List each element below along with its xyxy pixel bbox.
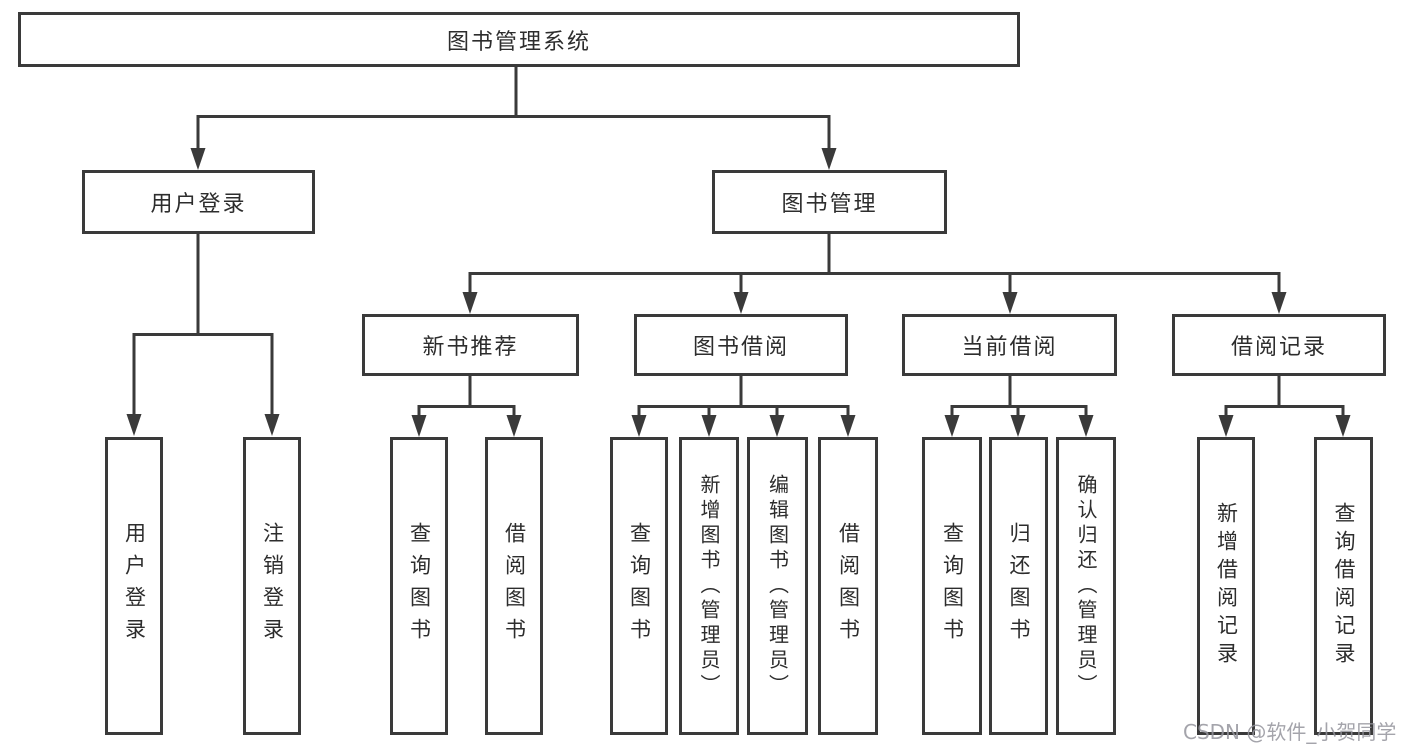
node-root: 图书管理系统 xyxy=(18,12,1020,67)
leaf-current-return-book: 归还图书 xyxy=(989,437,1048,735)
node-book-borrow-label: 图书借阅 xyxy=(692,335,789,360)
leaf-records-add-record: 新增借阅记录 xyxy=(1197,437,1255,735)
leaf-current-confirm-return-admin: 确认归还（管理员） xyxy=(1056,437,1116,735)
node-book-management-label: 图书管理 xyxy=(781,192,878,217)
node-new-book-recommend-label: 新书推荐 xyxy=(422,335,519,360)
leaf-current-query-book-label: 查询图书 xyxy=(940,522,965,650)
leaf-records-add-record-label: 新增借阅记录 xyxy=(1214,502,1239,670)
node-borrow-records-label: 借阅记录 xyxy=(1230,335,1327,360)
node-borrow-records: 借阅记录 xyxy=(1172,314,1386,376)
node-current-borrow: 当前借阅 xyxy=(902,314,1117,376)
leaf-newrec-query-book: 查询图书 xyxy=(390,437,448,735)
leaf-current-return-book-label: 归还图书 xyxy=(1007,522,1031,650)
leaf-user-login: 用户登录 xyxy=(105,437,163,735)
leaf-borrow-add-book-admin-label: 新增图书（管理员） xyxy=(697,473,721,699)
leaf-user-login-label: 用户登录 xyxy=(122,522,147,650)
leaf-records-query-record: 查询借阅记录 xyxy=(1314,437,1373,735)
leaf-borrow-edit-book-admin-label: 编辑图书（管理员） xyxy=(765,473,790,699)
leaf-newrec-borrow-book-label: 借阅图书 xyxy=(502,522,527,650)
csdn-watermark: CSDN @软件_小贺同学 xyxy=(1183,720,1397,744)
node-root-label: 图书管理系统 xyxy=(446,29,591,55)
leaf-newrec-borrow-book: 借阅图书 xyxy=(485,437,543,735)
leaf-borrow-borrow-book-label: 借阅图书 xyxy=(836,522,861,650)
leaf-borrow-query-book-label: 查询图书 xyxy=(627,522,652,650)
leaf-borrow-edit-book-admin: 编辑图书（管理员） xyxy=(747,437,808,735)
leaf-logout-label: 注销登录 xyxy=(260,522,285,650)
leaf-records-query-record-label: 查询借阅记录 xyxy=(1332,502,1356,670)
node-book-management: 图书管理 xyxy=(712,170,947,234)
node-user-login-label: 用户登录 xyxy=(150,192,247,217)
leaf-borrow-borrow-book: 借阅图书 xyxy=(818,437,878,735)
leaf-borrow-add-book-admin: 新增图书（管理员） xyxy=(679,437,739,735)
leaf-current-confirm-return-admin-label: 确认归还（管理员） xyxy=(1074,473,1098,699)
node-book-borrow: 图书借阅 xyxy=(634,314,848,376)
leaf-current-query-book: 查询图书 xyxy=(922,437,982,735)
leaf-borrow-query-book: 查询图书 xyxy=(610,437,668,735)
leaf-logout: 注销登录 xyxy=(243,437,301,735)
node-new-book-recommend: 新书推荐 xyxy=(362,314,579,376)
node-user-login: 用户登录 xyxy=(82,170,315,234)
leaf-newrec-query-book-label: 查询图书 xyxy=(407,522,432,650)
node-current-borrow-label: 当前借阅 xyxy=(961,335,1058,360)
